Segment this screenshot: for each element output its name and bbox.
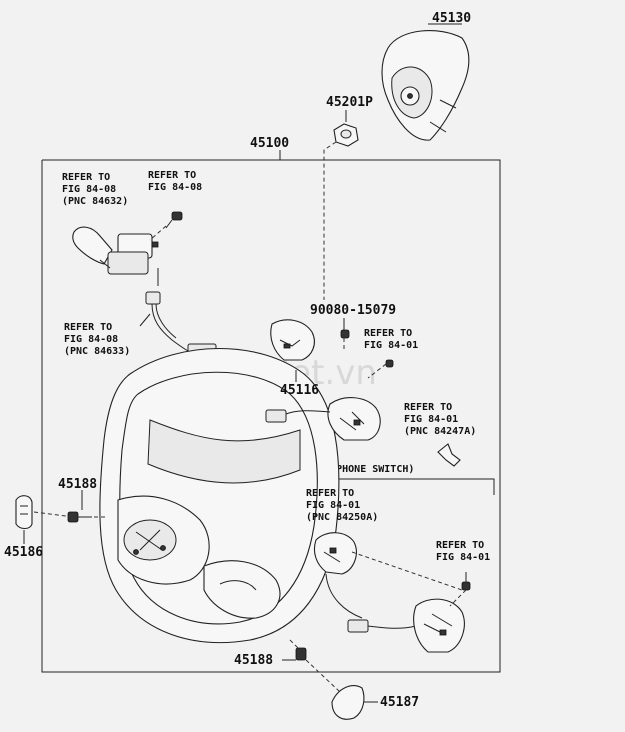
dash-screw [149, 225, 167, 241]
part-number-45130: 45130 [432, 11, 471, 26]
refer-note-6-line: FIG 84-01 [306, 500, 360, 511]
refer-note-1-line: FIG 84-08 [62, 184, 116, 195]
cover-screw [340, 329, 350, 339]
part-number-45187: 45187 [380, 695, 419, 710]
refer-note-4-line: FIG 84-01 [364, 340, 418, 351]
switch-screw [165, 211, 183, 229]
refer-note-3: REFER TO FIG 84-08 (PNC 84633) [64, 322, 130, 357]
refer-note-1: REFER TO FIG 84-08 (PNC 84632) [62, 172, 128, 207]
direction-arrow [437, 443, 461, 467]
refer-note-2-line: FIG 84-08 [148, 182, 202, 193]
screw-45188-bottom [295, 647, 307, 661]
refer-note-7-line: REFER TO [436, 540, 484, 551]
part-number-45186: 45186 [4, 545, 43, 560]
refer-note-7-line: FIG 84-01 [436, 552, 490, 563]
assembly-frame [41, 159, 501, 673]
part-number-45188-bottom: 45188 [234, 653, 273, 668]
refer-note-1-line: (PNC 84632) [62, 196, 128, 207]
part-number-45188-top: 45188 [58, 477, 97, 492]
telephone-switch-left [313, 532, 417, 633]
refer-note-6-line: (PNC 84250A) [306, 512, 378, 523]
dash-45187 [305, 659, 341, 693]
part-number-45116: 45116 [280, 383, 319, 398]
part-number-45100: 45100 [250, 136, 289, 151]
cover-45187 [331, 685, 365, 720]
refer-note-2-line: REFER TO [148, 170, 196, 181]
refer-note-3-line: (PNC 84633) [64, 346, 130, 357]
dash-45188-bottom [289, 639, 299, 649]
cap-45186 [15, 495, 33, 530]
refer-note-2: REFER TO FIG 84-08 [148, 170, 202, 193]
audio-switch [265, 397, 381, 441]
refer-note-7: REFER TO FIG 84-01 [436, 540, 490, 563]
refer-note-5-line: REFER TO [404, 402, 452, 413]
nut [333, 123, 359, 147]
refer-note-6-line: REFER TO [306, 488, 354, 499]
screw-45188-top [67, 511, 92, 523]
telephone-switch-right [413, 598, 465, 653]
part-number-45201p: 45201P [326, 95, 373, 110]
refer-note-4-line: REFER TO [364, 328, 412, 339]
refer-note-4: REFER TO FIG 84-01 [364, 328, 418, 351]
spoke-cover [270, 319, 315, 361]
airbag-pad [381, 30, 470, 141]
part-number-90080-15079: 90080-15079 [310, 303, 396, 318]
telephone-switch-label: W(TELEPHONE SWITCH) [300, 464, 414, 475]
refer-note-5-line: FIG 84-01 [404, 414, 458, 425]
small-screw [385, 359, 394, 368]
dash-telephone-screw [449, 589, 467, 607]
refer-note-6: REFER TO FIG 84-01 (PNC 84250A) [306, 488, 378, 523]
dash-small-screw [367, 363, 387, 379]
combination-switch [72, 226, 159, 275]
telephone-switch-screw [461, 572, 471, 591]
refer-note-1-line: REFER TO [62, 172, 110, 183]
refer-note-5-line: (PNC 84247A) [404, 426, 476, 437]
refer-note-3-line: REFER TO [64, 322, 112, 333]
refer-note-5: REFER TO FIG 84-01 (PNC 84247A) [404, 402, 476, 437]
dash-telephone [351, 551, 463, 591]
dash-nut-to-screw [323, 141, 337, 300]
refer-note-3-line: FIG 84-08 [64, 334, 118, 345]
dash-45186 [33, 511, 67, 517]
connector-harness [139, 291, 217, 359]
